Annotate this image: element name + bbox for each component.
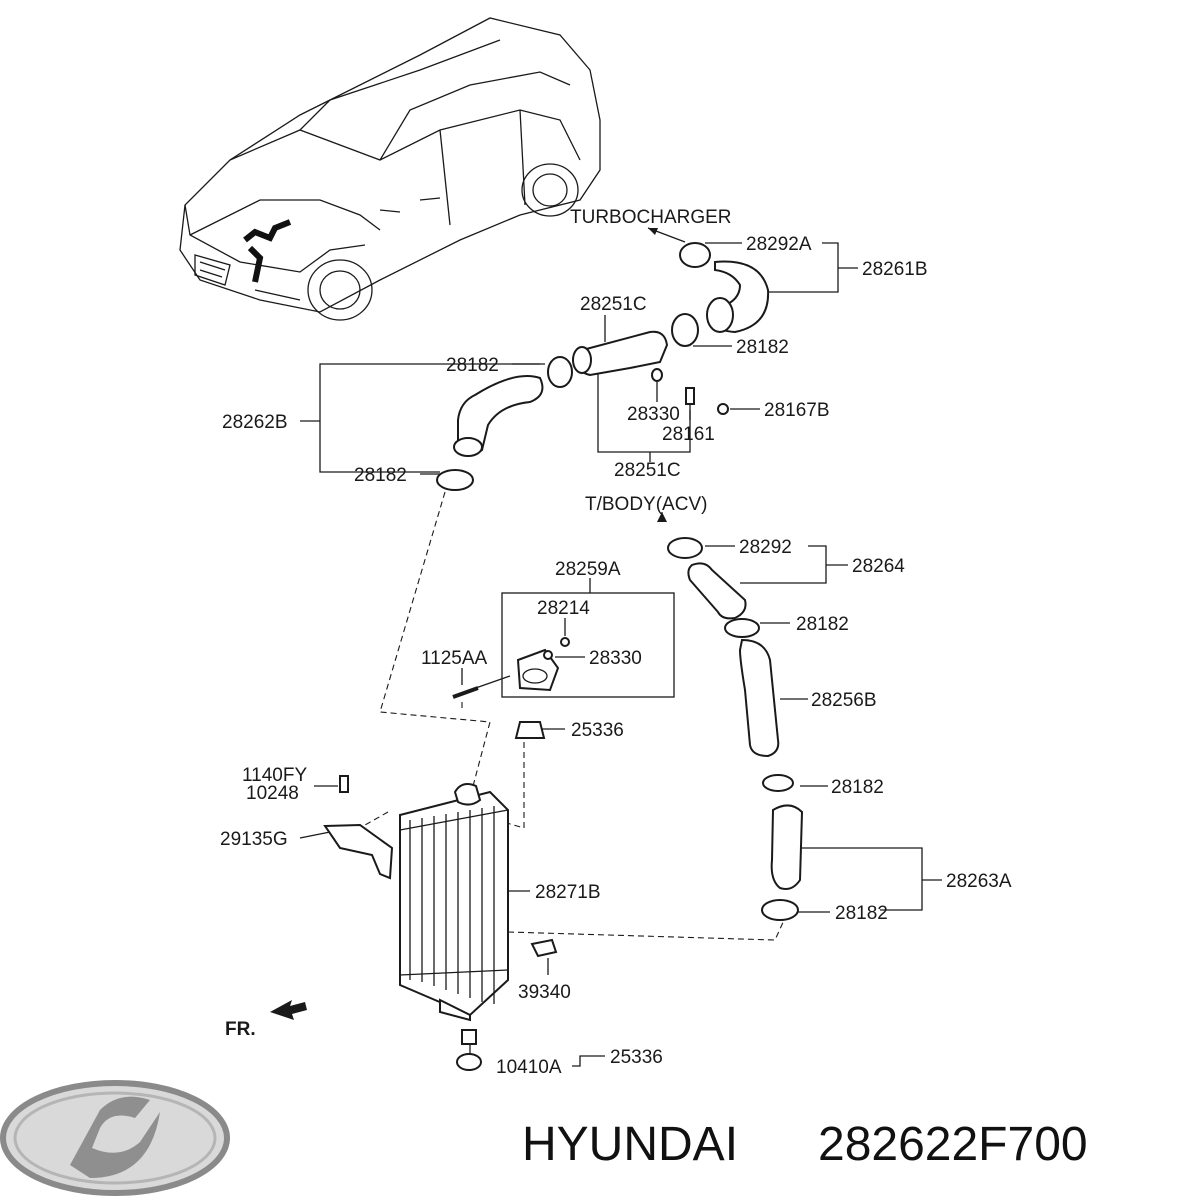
label-28214: 28214 <box>537 598 590 619</box>
bolt-28214 <box>560 637 570 647</box>
parts <box>270 242 804 1071</box>
label-28292A: 28292A <box>746 234 812 255</box>
label-28182-b: 28182 <box>446 355 499 376</box>
bolt-28167B <box>717 403 729 415</box>
sensor-39340 <box>530 938 558 958</box>
label-28262B: 28262B <box>222 412 288 433</box>
label-28330-a: 28330 <box>627 404 680 425</box>
mount-25336-b <box>461 1029 477 1045</box>
bolt-1140FY <box>339 775 349 793</box>
label-25336-a: 25336 <box>571 720 624 741</box>
label-28261B: 28261B <box>862 259 928 280</box>
vehicle-illustration <box>179 17 601 321</box>
label-28182-a: 28182 <box>736 337 789 358</box>
footer-part-number: 282622F700 <box>818 1118 1088 1171</box>
hose-28263A <box>770 804 804 890</box>
label-turbocharger: TURBOCHARGER <box>570 207 732 228</box>
label-fr: FR. <box>225 1019 256 1040</box>
clamp-28182-b <box>547 356 573 388</box>
label-1140FY: 1140FY <box>242 765 307 786</box>
label-28182-d: 28182 <box>796 614 849 635</box>
clamp-28182-a <box>671 313 699 347</box>
hose-28256B <box>738 638 780 758</box>
label-28182-f: 28182 <box>835 903 888 924</box>
label-tbody: T/BODY(ACV) <box>585 494 707 515</box>
label-28167B: 28167B <box>764 400 830 421</box>
label-28330-b: 28330 <box>589 648 642 669</box>
clamp-28182-c <box>436 469 474 491</box>
label-28256B: 28256B <box>811 690 877 711</box>
hose-28264 <box>687 562 747 620</box>
label-28264: 28264 <box>852 556 905 577</box>
intercooler-28271B <box>399 783 509 1022</box>
hyundai-logo <box>0 1080 230 1196</box>
label-10248: 10248 <box>246 783 299 804</box>
label-39340: 39340 <box>518 982 571 1003</box>
sensor-28161 <box>685 387 695 405</box>
seal-28330-b <box>543 650 553 660</box>
label-28292: 28292 <box>739 537 792 558</box>
footer-brand: HYUNDAI <box>522 1118 738 1171</box>
mount-25336-a <box>514 721 546 739</box>
leader-lines <box>299 227 942 1067</box>
label-28182-c: 28182 <box>354 465 407 486</box>
mount-10410A <box>456 1053 482 1071</box>
seal-28330 <box>651 368 663 382</box>
hose-28262B <box>457 375 544 455</box>
label-28251C-bottom: 28251C <box>614 460 681 481</box>
label-1125AA: 1125AA <box>421 648 488 669</box>
label-28271B: 28271B <box>535 882 601 903</box>
label-28161: 28161 <box>662 424 715 445</box>
front-arrow-icon <box>270 1000 307 1020</box>
label-25336-b: 25336 <box>610 1047 663 1068</box>
label-28251C-top: 28251C <box>580 294 647 315</box>
deflector-29135G <box>323 823 394 880</box>
clamp-28182-e <box>762 774 794 792</box>
clamp-28292 <box>667 537 703 559</box>
clamp-28182-d <box>724 618 760 638</box>
hose-28261B-end <box>706 297 734 333</box>
label-28182-e: 28182 <box>831 777 884 798</box>
callout-labels: TURBOCHARGER 28292A 28261B 28251C 28182 … <box>220 207 1012 1078</box>
clamp-28292A <box>679 242 711 268</box>
clamp-28182-f <box>761 899 799 921</box>
label-29135G: 29135G <box>220 829 288 850</box>
label-28259A: 28259A <box>555 559 621 580</box>
label-10410A: 10410A <box>496 1057 562 1078</box>
label-28263A: 28263A <box>946 871 1012 892</box>
